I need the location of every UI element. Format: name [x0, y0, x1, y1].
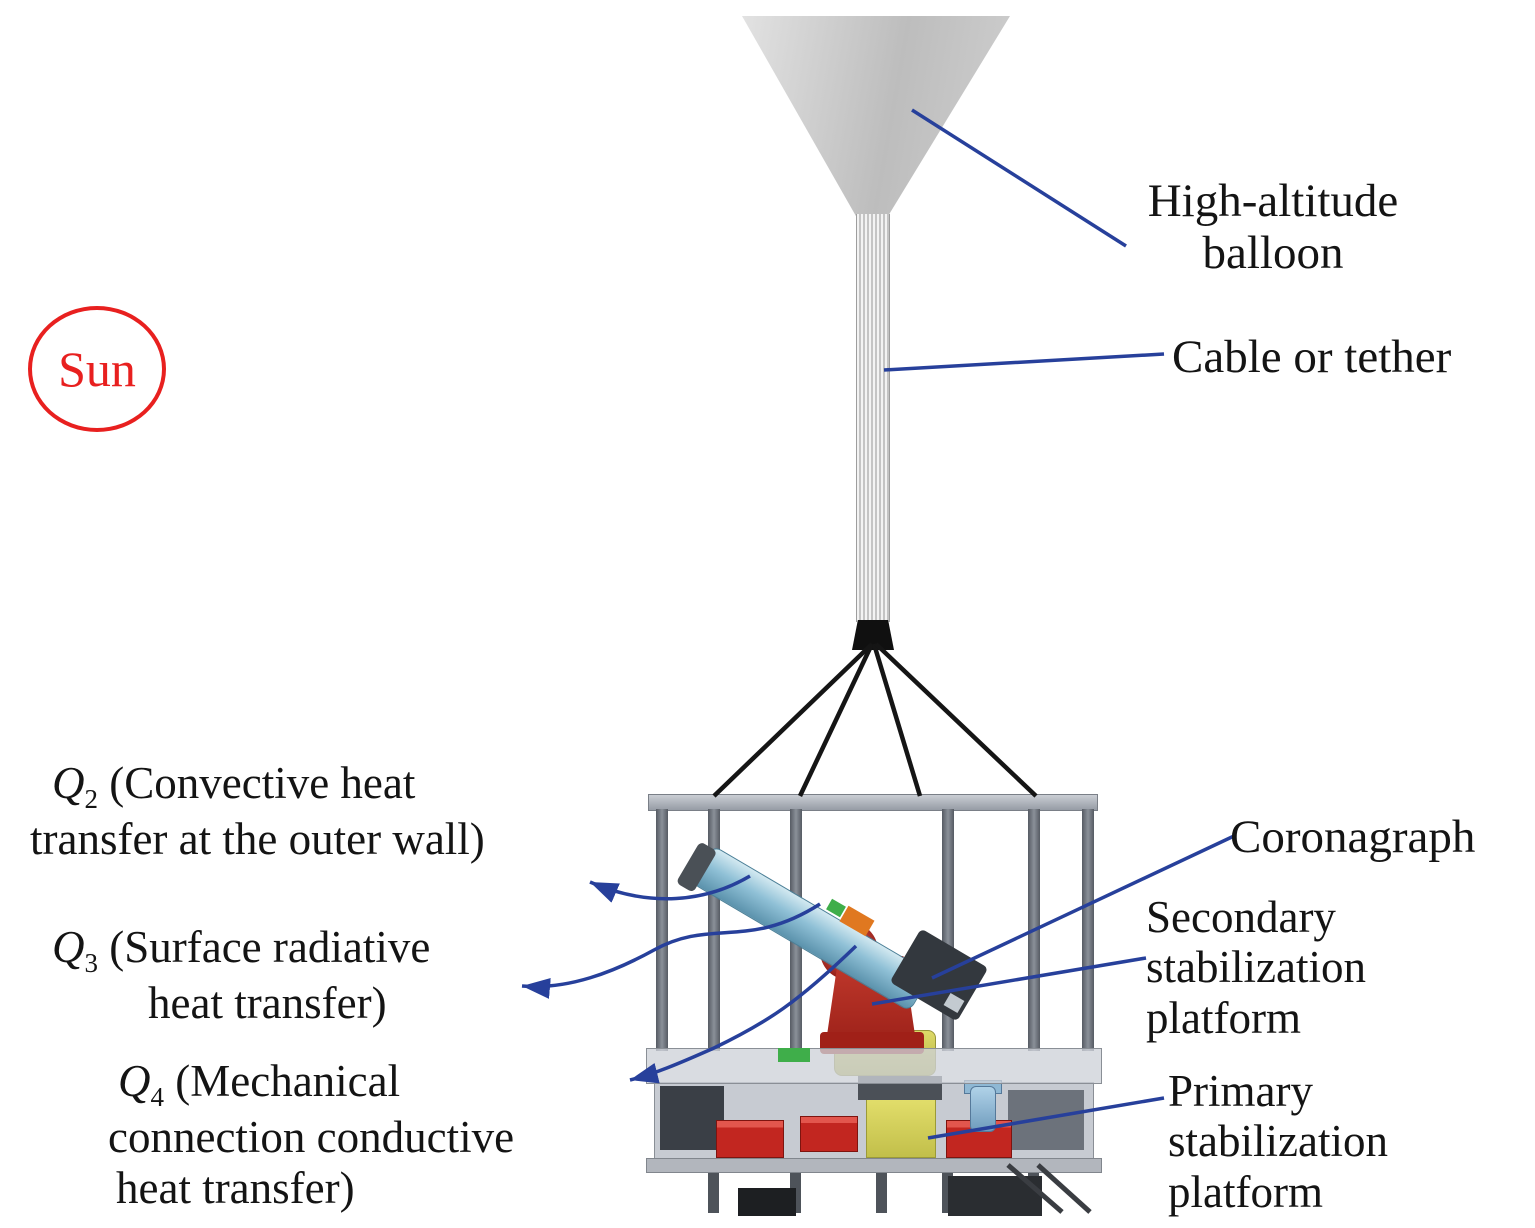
primary-platform-label: Primary stabilization platform	[1168, 1066, 1388, 1217]
balloon-label: High-altitude balloon	[1147, 175, 1399, 279]
compartment-panel	[1008, 1090, 1084, 1150]
compartment-opening	[660, 1086, 724, 1150]
bottom-equipment-box	[738, 1188, 796, 1216]
sun-label: Sun	[58, 341, 136, 397]
high-altitude-balloon-shape	[742, 16, 1010, 216]
battery-box	[866, 1096, 936, 1158]
frame-leg	[942, 1171, 953, 1213]
frame-post	[1082, 809, 1094, 1051]
suspension-line	[712, 642, 874, 798]
q3-label: Q3 (Surface radiative heat transfer)	[52, 922, 431, 1029]
q4-symbol: Q	[118, 1056, 151, 1106]
suspension-line	[797, 643, 875, 797]
cable-leader-line	[883, 352, 1165, 372]
q4-label: Q4 (Mechanical connection conductive hea…	[108, 1056, 515, 1213]
balloon-leader-line	[911, 108, 1127, 248]
cable-tether-shape	[856, 214, 890, 622]
coronagraph-tube	[690, 845, 933, 1012]
electronics-box	[716, 1120, 784, 1158]
q2-symbol: Q	[52, 758, 85, 808]
cable-connector	[852, 620, 894, 650]
cable-label: Cable or tether	[1172, 331, 1452, 383]
bottom-equipment-box	[948, 1176, 1042, 1216]
frame-post	[1028, 809, 1040, 1051]
frame-leg	[708, 1171, 719, 1213]
frame-post	[656, 809, 668, 1051]
suspension-line	[874, 642, 1038, 798]
q2-label: Q2 (Convective heat transfer at the oute…	[30, 758, 485, 865]
blue-cylinder	[970, 1086, 996, 1132]
electronics-box	[800, 1116, 858, 1152]
secondary-platform-label: Secondary stabilization platform	[1146, 892, 1366, 1043]
frame-leg	[876, 1171, 887, 1213]
coronagraph-label: Coronagraph	[1230, 811, 1476, 863]
suspension-line	[871, 643, 923, 797]
q3-symbol: Q	[52, 922, 85, 972]
green-component	[778, 1048, 810, 1062]
gondola-bottom-ring	[646, 1158, 1102, 1173]
sun-symbol: Sun	[28, 306, 166, 432]
primary-stabilization-platform-slab	[646, 1048, 1102, 1084]
frame-post	[708, 809, 720, 1051]
